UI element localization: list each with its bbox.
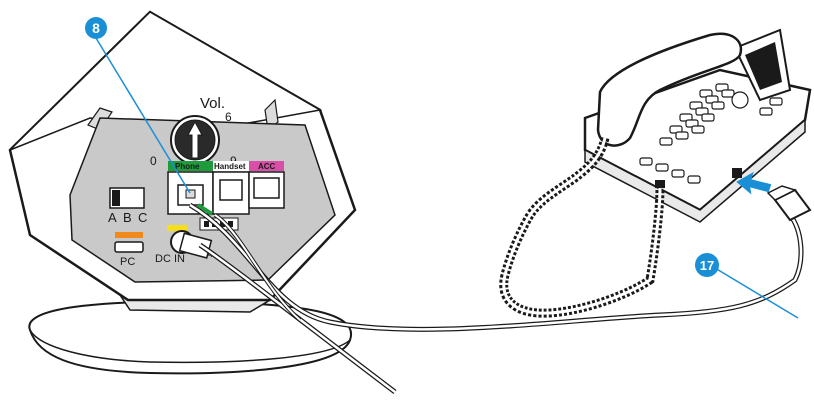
pc-color-bar	[115, 232, 143, 238]
callout-8-number: 8	[92, 20, 100, 36]
abc-switch	[110, 188, 144, 208]
phone-jack	[732, 168, 742, 178]
switch-label-b: B	[123, 210, 132, 225]
switch-label-a: A	[108, 210, 117, 225]
pc-port	[115, 242, 143, 252]
rj-plug	[768, 186, 810, 220]
switch-label-c: C	[138, 210, 147, 225]
volume-dial	[171, 116, 219, 164]
handset-port-label: Handset	[214, 162, 246, 171]
handset-jack	[655, 180, 665, 188]
callout-17-number: 17	[700, 258, 714, 273]
acc-port-label: ACC	[258, 162, 276, 171]
dial-mark-0: 0	[150, 154, 157, 168]
dial-mark-6: 6	[225, 110, 232, 124]
volume-label: Vol.	[200, 95, 225, 112]
acc-port	[249, 172, 284, 208]
dc-color-bar	[167, 225, 187, 231]
handset-port	[213, 172, 249, 214]
dc-in-label: DC IN	[155, 253, 185, 265]
pc-label: PC	[120, 256, 135, 268]
phone-port-label: Phone	[175, 162, 200, 171]
